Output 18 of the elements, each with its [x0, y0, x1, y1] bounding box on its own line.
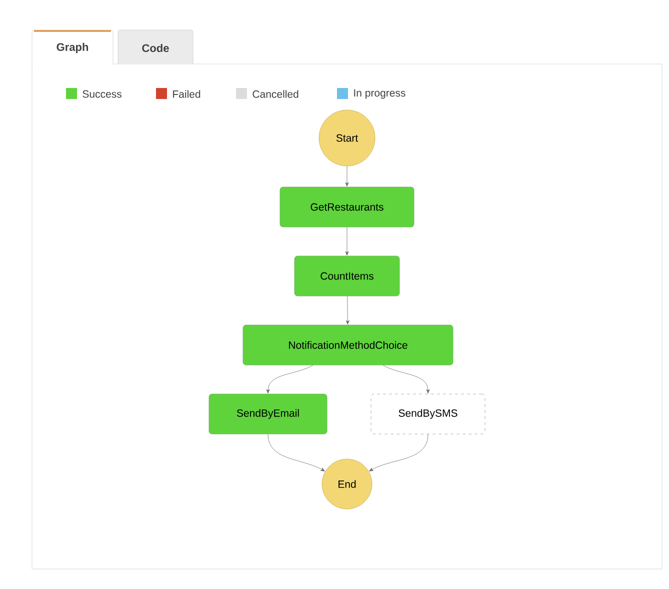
- arrow: [382, 365, 430, 394]
- arrow: [346, 296, 350, 324]
- legend-label: Cancelled: [252, 90, 298, 98]
- tab: Graph: [32, 30, 114, 64]
- arrow: [268, 434, 325, 472]
- state-box: SendByEmail: [208, 394, 328, 434]
- state-box: CountItems: [294, 256, 400, 296]
- arrow: [345, 227, 349, 256]
- arrow: [369, 434, 428, 472]
- legend-label: In progress: [354, 89, 406, 99]
- state-box: GetRestaurants: [280, 186, 414, 228]
- state-box: SendBySMS: [370, 394, 486, 434]
- arrow: [266, 365, 314, 394]
- legend-label: Failed: [173, 90, 200, 98]
- tab: Code: [118, 30, 194, 64]
- state-box: NotificationMethodChoice: [242, 324, 454, 366]
- arrow: [345, 166, 349, 186]
- legend-label: Success: [82, 90, 122, 98]
